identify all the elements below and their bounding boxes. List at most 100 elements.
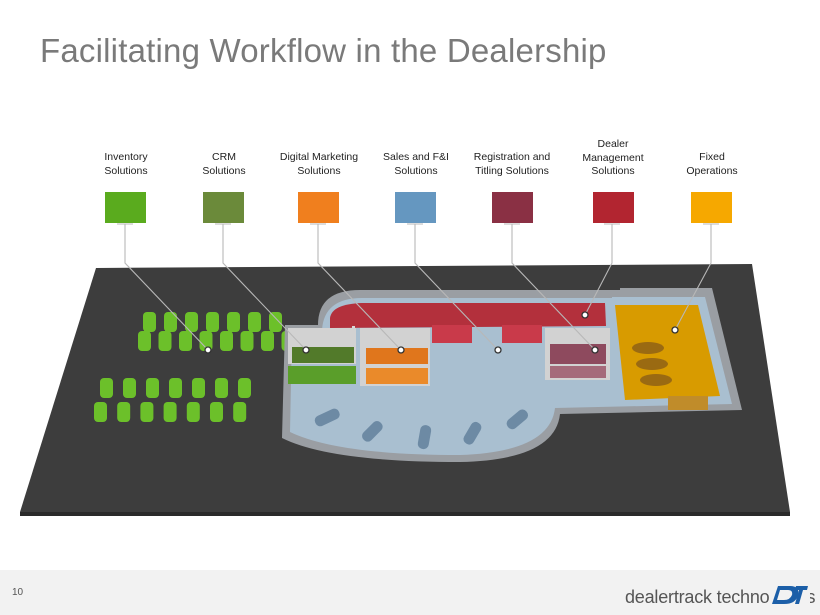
service-car — [632, 342, 664, 354]
inventory-car — [233, 402, 247, 422]
endpoint-dot — [204, 346, 212, 354]
inventory-car — [94, 402, 107, 422]
inventory-car — [163, 402, 177, 422]
label-line: Operations — [686, 164, 738, 177]
leader-endpoints — [204, 311, 679, 354]
label-line: Fixed — [699, 151, 725, 163]
inventory-car — [220, 331, 233, 351]
service-bay — [615, 305, 720, 400]
category-label-dealer-management: Dealer Management Solutions — [558, 138, 668, 179]
lot-edge — [20, 512, 790, 516]
label-line: Solutions — [104, 164, 148, 177]
swatch-dealer-management — [593, 192, 634, 223]
label-line: Registration and — [473, 151, 551, 163]
inventory-car — [123, 378, 136, 398]
endpoint-dot — [494, 346, 502, 354]
digital-marketing-room — [366, 348, 428, 364]
inventory-car — [146, 378, 159, 398]
inventory-car — [138, 331, 151, 351]
inventory-car — [192, 378, 205, 398]
showroom-cars — [314, 408, 529, 450]
brand-name: dealertrack technologies — [625, 587, 816, 607]
service-door — [668, 396, 708, 410]
label-line: Solutions — [297, 164, 341, 177]
swatch-fixed-operations — [691, 192, 732, 223]
label-line: Digital Marketing — [279, 151, 359, 163]
endpoint-dot — [581, 311, 589, 319]
label-line: Titling Solutions — [475, 164, 549, 177]
showroom-car — [463, 421, 482, 445]
swatch-inventory — [105, 192, 146, 223]
inventory-car — [158, 331, 172, 351]
inventory-car — [210, 402, 223, 422]
showroom-car — [362, 421, 383, 442]
category-label-crm: CRM Solutions — [169, 151, 279, 178]
category-label-fixed-operations: Fixed Operations — [657, 151, 767, 178]
showroom-car — [314, 408, 340, 427]
inventory-car — [164, 312, 177, 332]
inventory-car — [199, 331, 213, 351]
category-label-inventory: Inventory Solutions — [71, 151, 181, 178]
office-strip-dealer-management — [330, 303, 606, 328]
label-line: Management — [582, 151, 644, 164]
leader-lines — [124, 224, 712, 351]
inventory-room — [288, 366, 356, 384]
label-line: Solutions — [202, 164, 246, 177]
endpoint-dot — [397, 346, 405, 354]
endpoint-dot — [302, 346, 310, 354]
inventory-car — [100, 378, 113, 398]
category-label-registration-titling: Registration and Titling Solutions — [457, 151, 567, 178]
registration-room — [550, 344, 606, 364]
service-car — [636, 358, 668, 370]
slide-title: Facilitating Workflow in the Dealership — [40, 32, 607, 69]
category-label-digital-marketing: Digital Marketing Solutions — [264, 151, 374, 178]
leader-line-crm — [222, 224, 307, 351]
inventory-car — [248, 312, 261, 332]
inventory-car — [169, 378, 182, 398]
inventory-car — [227, 312, 240, 332]
leader-line-sales-fi — [414, 224, 499, 351]
inventory-car — [117, 402, 131, 422]
label-line: Sales and F&I — [383, 151, 449, 163]
inventory-car — [238, 378, 251, 398]
inventory-car — [261, 331, 274, 351]
crm-room — [292, 347, 354, 363]
leader-line-dealer-management — [584, 224, 613, 316]
label-line: Solutions — [591, 165, 635, 177]
digital-marketing-room-lower — [366, 368, 428, 384]
label-line: CRM — [212, 151, 236, 163]
inventory-car — [215, 378, 228, 398]
inventory-car — [206, 312, 219, 332]
category-label-sales-fi: Sales and F&I Solutions — [361, 151, 471, 178]
swatch-digital-marketing — [298, 192, 339, 223]
inventory-car — [269, 312, 282, 332]
swatch-sales-fi — [395, 192, 436, 223]
showroom-car — [506, 409, 529, 430]
inventory-car — [143, 312, 156, 332]
endpoint-dot — [671, 326, 679, 334]
inventory-car — [240, 331, 254, 351]
footer-bar — [0, 570, 820, 615]
inventory-car — [179, 331, 192, 351]
office-room — [502, 325, 542, 343]
swatch-registration-titling — [492, 192, 533, 223]
service-car — [640, 374, 672, 386]
leader-line-fixed-operations — [674, 224, 712, 331]
endpoint-dot — [591, 346, 599, 354]
office-room — [432, 325, 472, 343]
leader-line-registration — [511, 224, 596, 351]
showroom-car — [417, 425, 432, 450]
label-line: Inventory — [104, 151, 148, 163]
swatch-crm — [203, 192, 244, 223]
inventory-car — [140, 402, 154, 422]
label-line: Dealer — [597, 138, 629, 150]
dealertrack-logo-icon — [770, 582, 810, 608]
leader-line-digital-marketing — [317, 224, 402, 351]
label-line: Solutions — [394, 164, 438, 177]
leader-line-inventory — [124, 224, 209, 351]
registration-room-lower — [550, 366, 606, 378]
page-number: 10 — [12, 587, 24, 598]
inventory-car — [186, 402, 200, 422]
inventory-car — [185, 312, 198, 332]
